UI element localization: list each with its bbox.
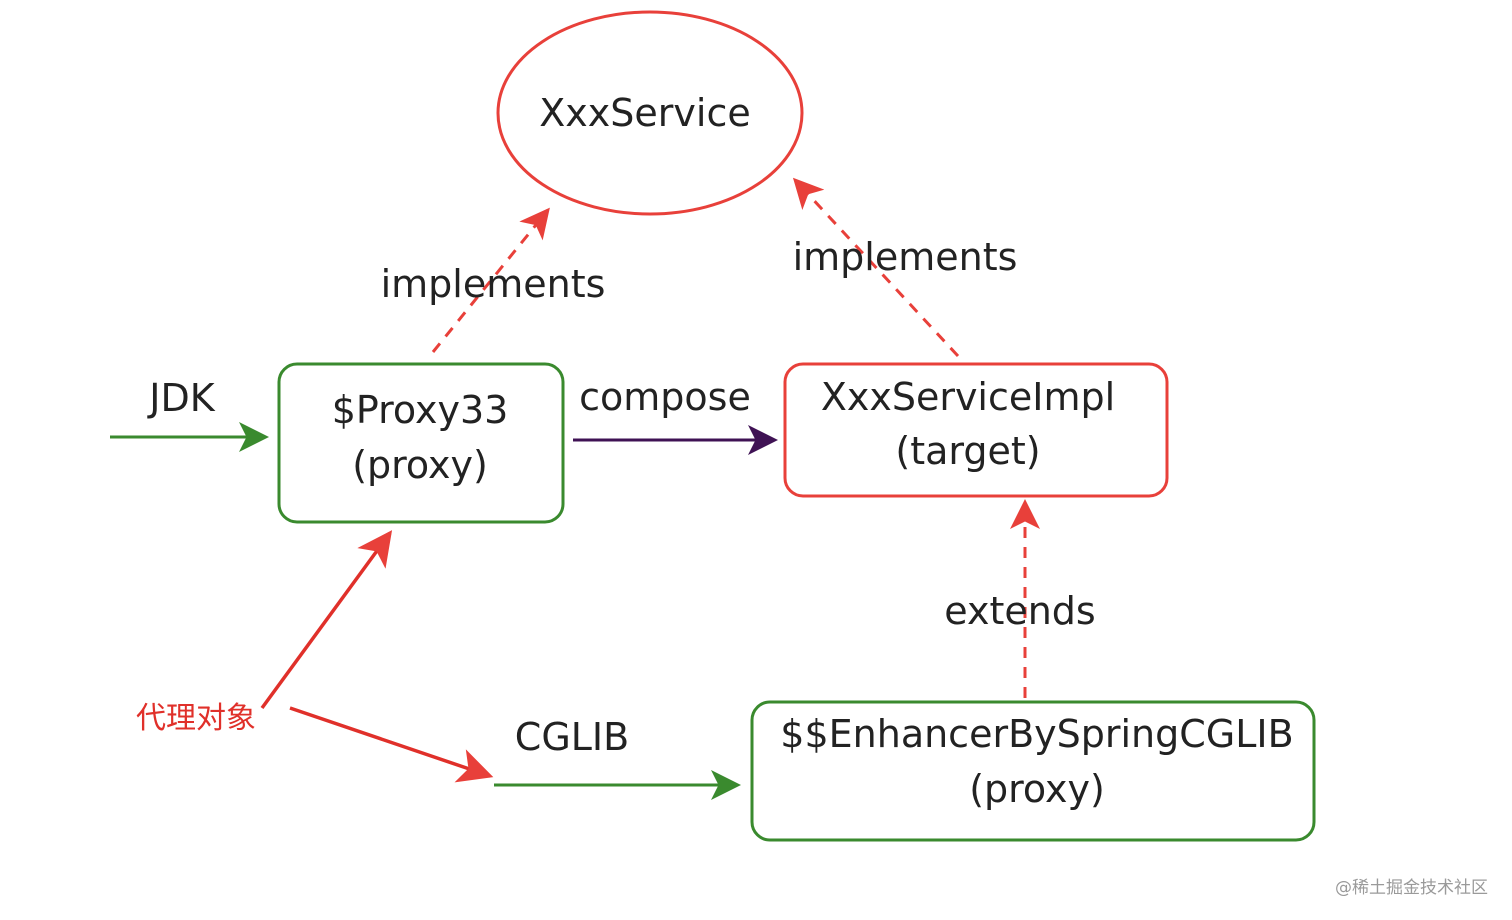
proxy-implements-label: implements — [381, 262, 606, 306]
jdk-label: JDK — [147, 376, 215, 420]
proxy33-node: $Proxy33 (proxy) — [277, 362, 565, 524]
xxx-service-label: XxxService — [539, 91, 750, 135]
extends-label: extends — [944, 589, 1095, 633]
annotation-arrow-to-jdk-proxy — [260, 530, 393, 710]
service-impl-sublabel: (target) — [895, 429, 1040, 473]
enhancer-sublabel: (proxy) — [969, 767, 1105, 811]
enhancer-box — [750, 700, 1316, 842]
service-impl-label: XxxServiceImpl — [821, 375, 1115, 419]
service-impl-node: XxxServiceImpl (target) — [783, 362, 1169, 498]
impl-implements-label: implements — [793, 235, 1018, 279]
proxy33-box — [277, 362, 565, 524]
proxy33-label: $Proxy33 — [332, 388, 509, 432]
enhancer-node: $$EnhancerBySpringCGLIB (proxy) — [750, 700, 1316, 842]
proxy-implements-arrow — [431, 207, 550, 353]
xxx-service-node: XxxService — [496, 10, 804, 216]
compose-label: compose — [579, 375, 751, 419]
cglib-label: CGLIB — [515, 715, 629, 759]
enhancer-label: $$EnhancerBySpringCGLIB — [780, 712, 1293, 756]
service-impl-box — [783, 362, 1169, 498]
annotation-arrow-to-cglib — [289, 706, 494, 783]
proxy-object-annotation: 代理对象 — [136, 701, 256, 736]
xxx-service-ellipse — [496, 10, 804, 216]
watermark: @稀土掘金技术社区 — [1335, 878, 1488, 898]
proxy33-sublabel: (proxy) — [352, 443, 488, 487]
